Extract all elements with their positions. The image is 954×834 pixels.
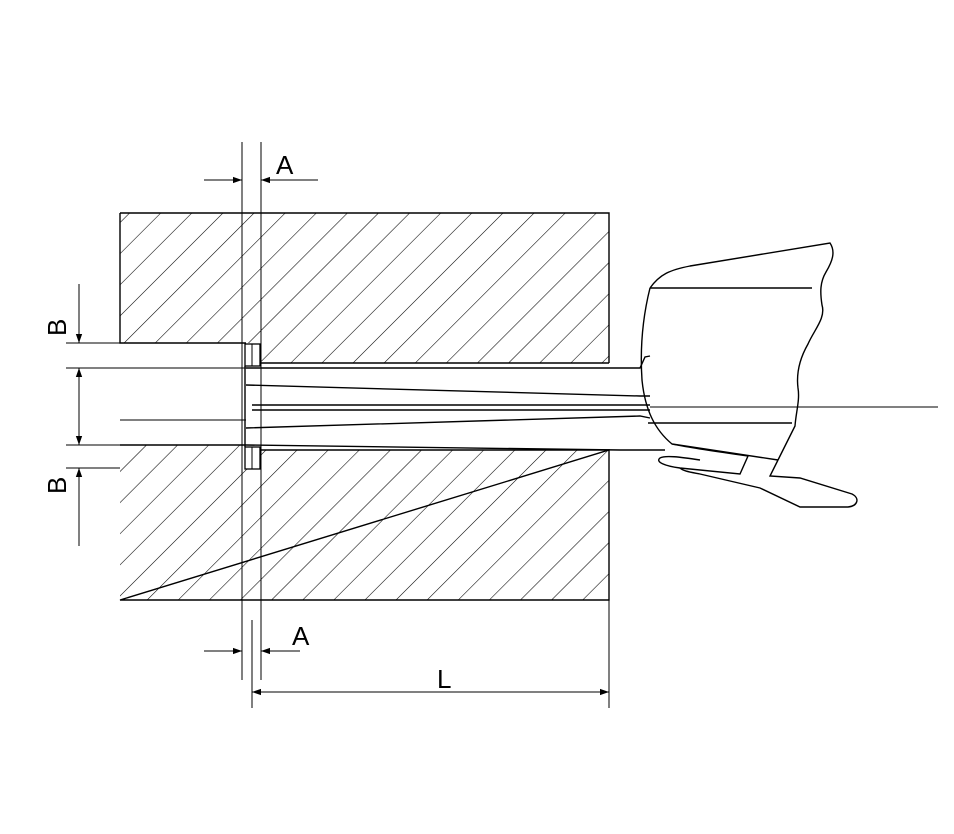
dimension-label-b-bottom: B [42, 477, 72, 494]
dimension-a-bottom: A [204, 621, 310, 655]
dimension-label-b-top: B [42, 319, 72, 336]
dimension-l: L [252, 664, 609, 696]
dimension-a-top: A [204, 150, 318, 184]
dimension-label-a-bottom: A [292, 621, 310, 651]
workpiece-section [119, 212, 610, 601]
dimension-b: B B [42, 284, 120, 546]
workpiece-lower-hatch [120, 445, 609, 600]
bore-opening [120, 343, 246, 445]
workpiece-upper-hatch [120, 213, 609, 363]
caliper-tool [245, 242, 938, 508]
groove-detail [244, 343, 261, 470]
dimension-label-l: L [437, 664, 451, 694]
dimension-label-a-top: A [276, 150, 294, 180]
